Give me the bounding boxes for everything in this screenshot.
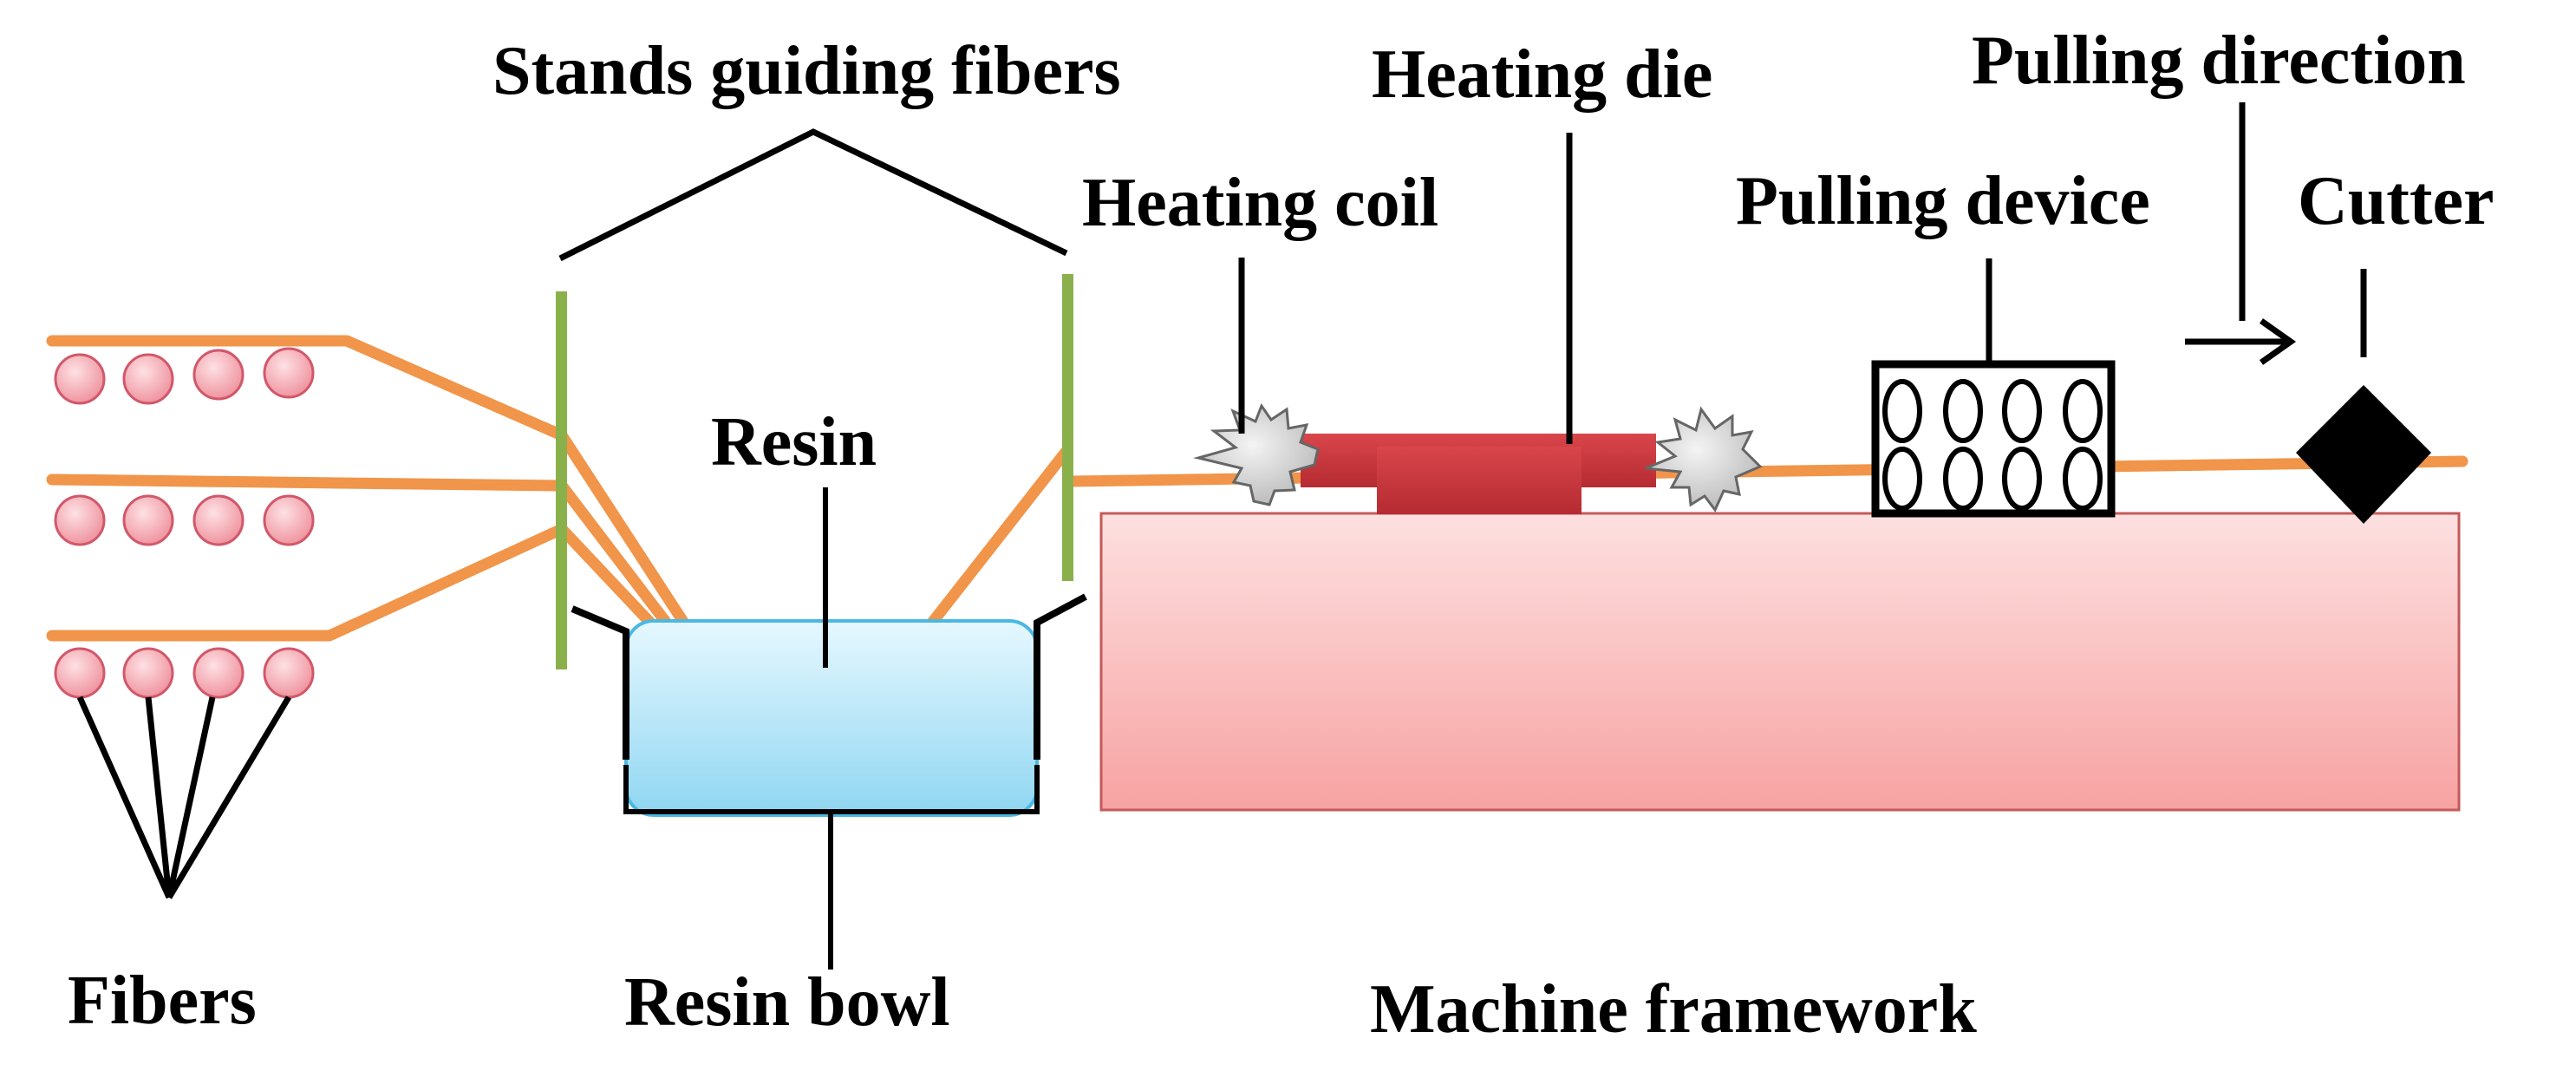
pulling-roller [1882, 379, 1922, 443]
guide-stand-left [556, 291, 567, 669]
heating-coil-right [1645, 406, 1763, 513]
stands-pointer [558, 128, 1068, 262]
spool [122, 353, 174, 405]
resin-bowl-bracket [1034, 593, 1087, 760]
guide-stands [556, 128, 1073, 669]
cutter-label: Cutter [2298, 163, 2494, 239]
heating-coil-label: Heating coil [1082, 165, 1438, 241]
fiber-out-of-bowl [926, 445, 1073, 629]
fiber-into-bowl-2 [556, 480, 674, 630]
machine-framework [1099, 512, 2461, 812]
spool [192, 349, 245, 401]
pulling-roller [2063, 447, 2103, 511]
pulling-roller [1943, 379, 1983, 443]
machine-framework-label: Machine framework [1370, 971, 1977, 1048]
pulling-direction-label: Pulling direction [1972, 23, 2466, 99]
spool [263, 647, 315, 699]
spool [122, 494, 174, 546]
fiber-into-bowl-3 [556, 523, 656, 629]
fiber-strands [46, 335, 2468, 642]
resin-bowl-label: Resin bowl [624, 964, 950, 1041]
heating-die-label: Heating die [1372, 36, 1712, 113]
labels: Stands guiding fibers Heating die Pullin… [68, 23, 2494, 1048]
pulling-roller [1943, 447, 1983, 511]
heating-coil-left [1193, 402, 1320, 506]
guide-stand-right [1062, 274, 1073, 581]
spool [54, 494, 106, 546]
fiber-strand-top [46, 335, 568, 441]
spool [54, 353, 106, 405]
pulling-roller [1882, 447, 1922, 511]
spool [192, 494, 245, 546]
pulling-device [1871, 258, 2116, 518]
pulling-roller [2002, 379, 2042, 443]
fiber-spools [54, 347, 315, 699]
heating-coils [1193, 258, 1763, 513]
pulling-roller [2002, 447, 2042, 511]
cutter [2296, 269, 2431, 524]
spool [263, 494, 315, 546]
fiber-strand-bottom [46, 523, 568, 642]
spool [122, 647, 174, 699]
spool [54, 647, 106, 699]
spool [263, 347, 315, 399]
fibers-pointer [76, 695, 292, 899]
pulling-device-label: Pulling device [1736, 163, 2150, 239]
fiber-strand-middle [46, 473, 568, 492]
stands-guiding-fibers-label: Stands guiding fibers [492, 33, 1121, 109]
resin-bowl-bracket [571, 605, 629, 760]
pulling-roller [2063, 379, 2103, 443]
resin-bowl [571, 487, 1087, 970]
spool [192, 647, 245, 699]
resin-label: Resin [711, 404, 877, 480]
fiber-into-bowl-1 [556, 429, 691, 630]
pulling-direction-arrow [2185, 102, 2297, 365]
fibers-label: Fibers [68, 963, 257, 1039]
heating-die [1301, 133, 1656, 514]
